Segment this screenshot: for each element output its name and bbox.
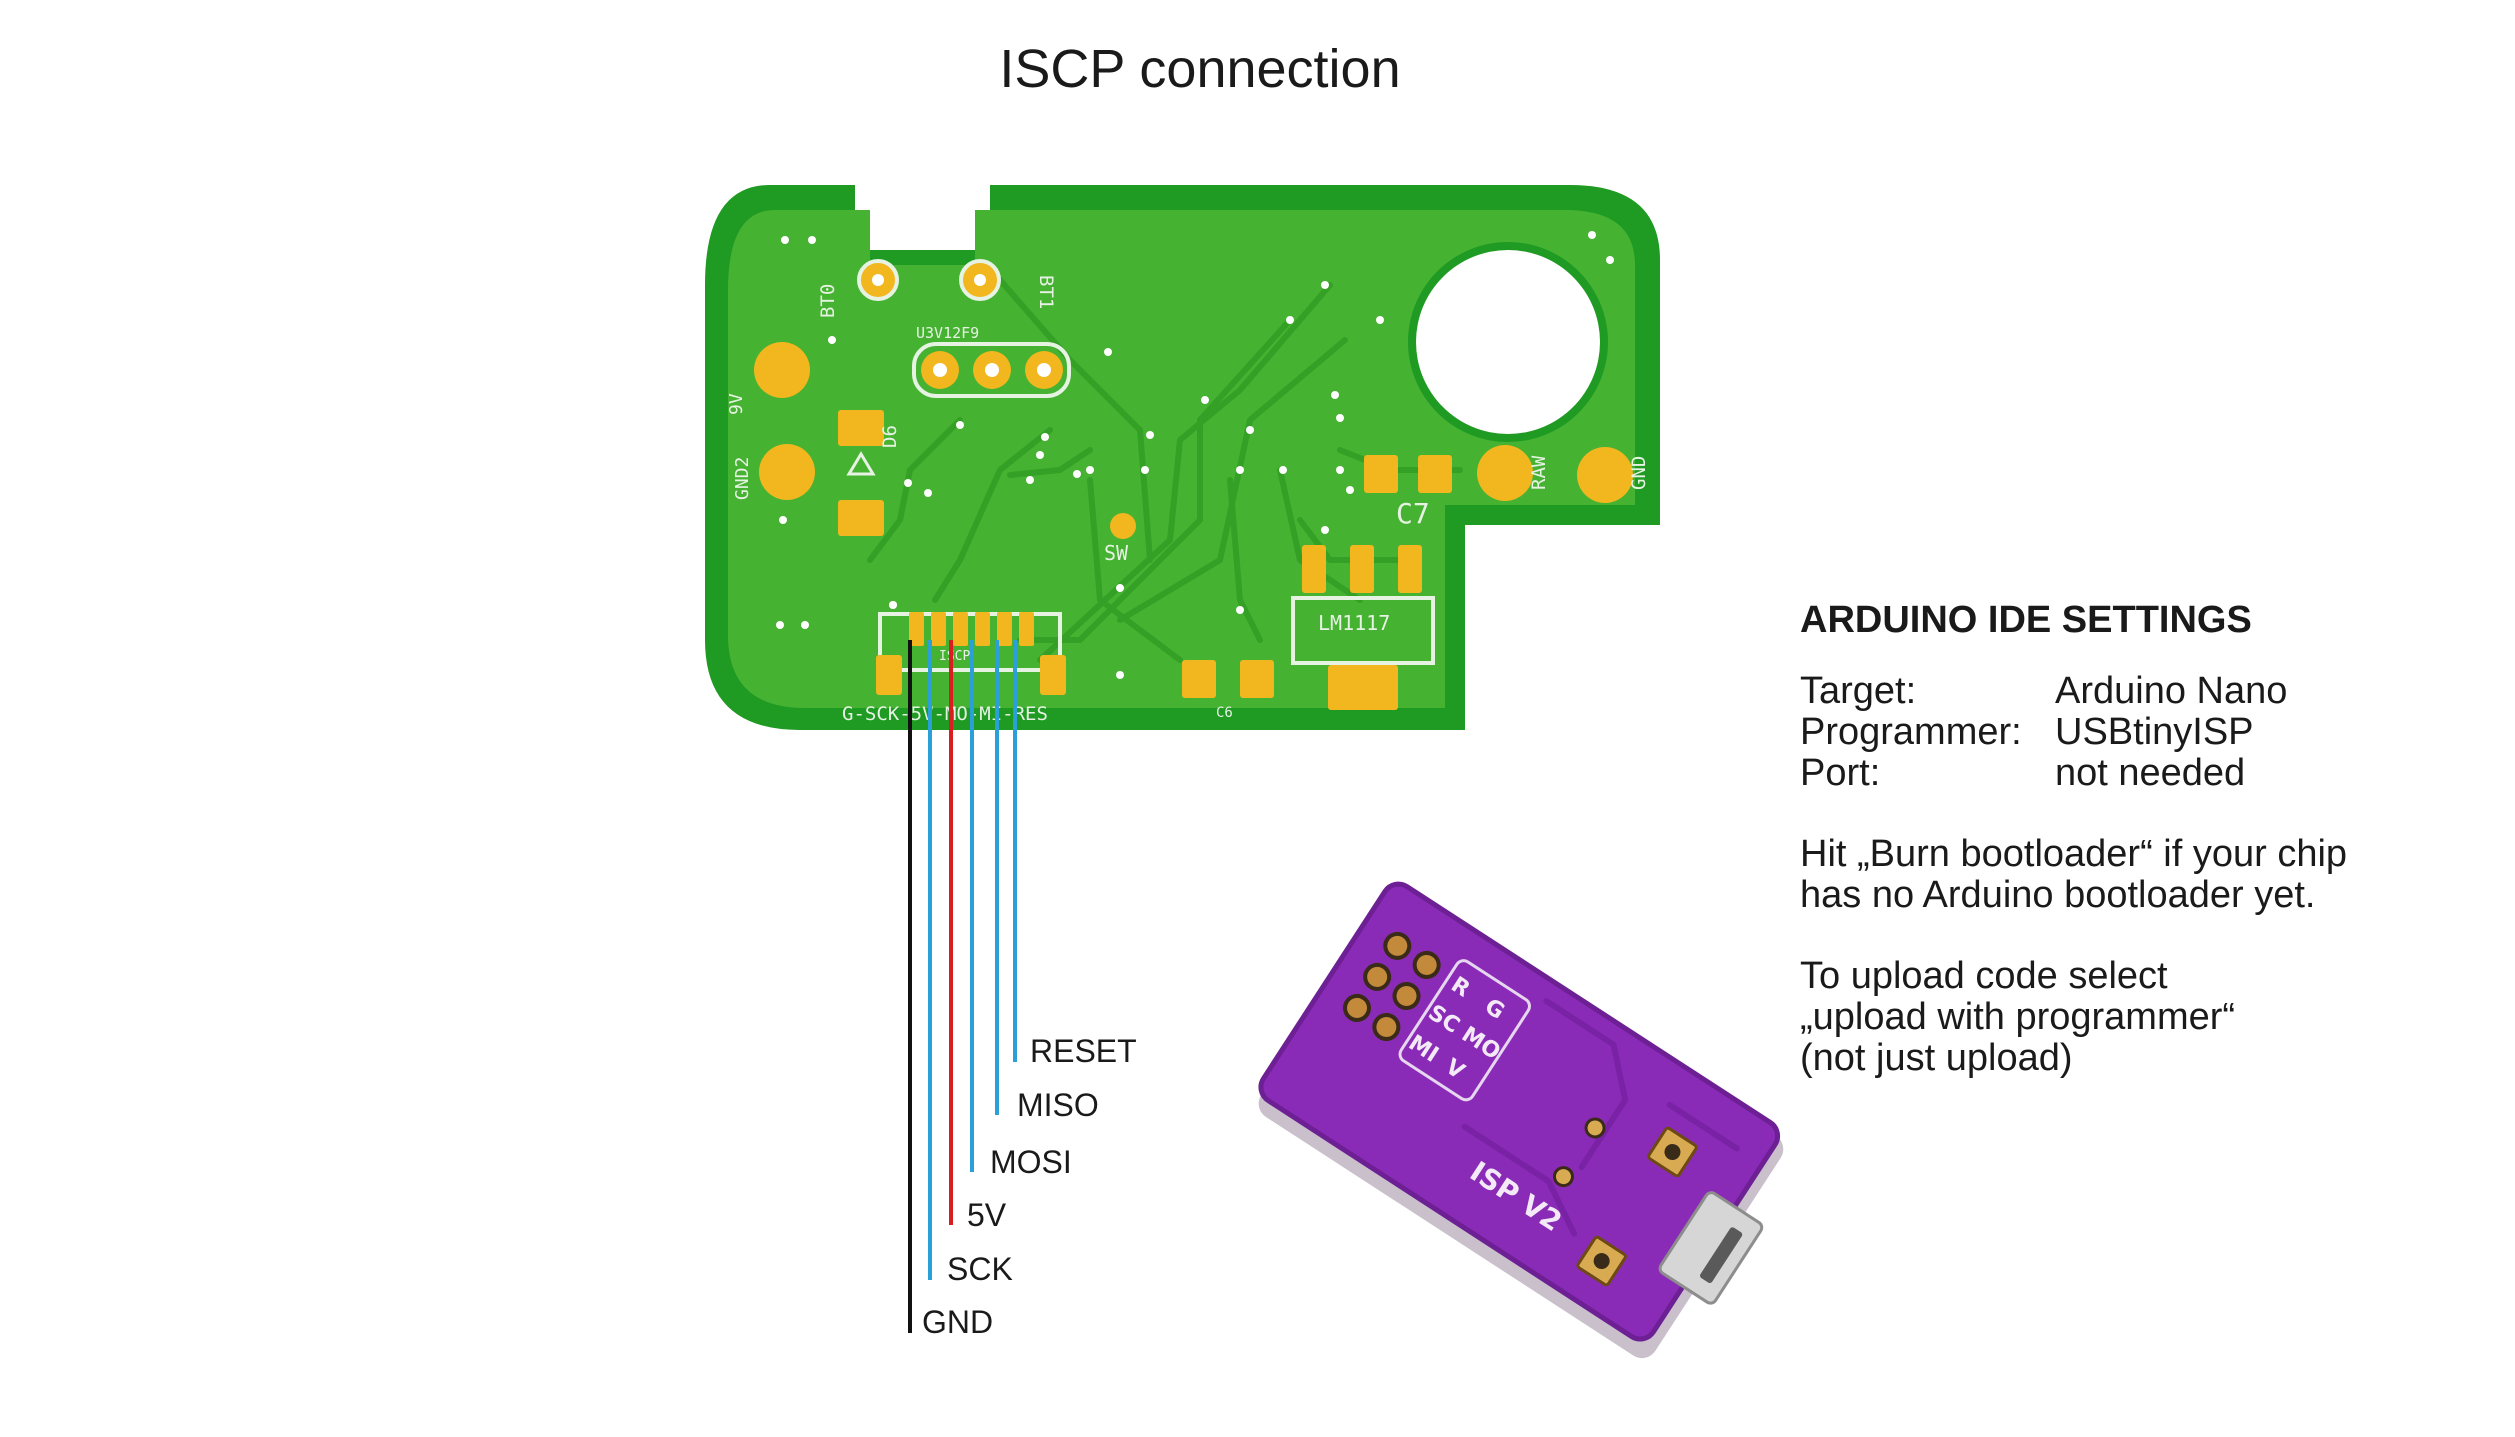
c7-pad bbox=[1418, 455, 1452, 493]
settings-key: Target: bbox=[1800, 670, 1917, 712]
settings-key: Port: bbox=[1800, 752, 1881, 794]
regulator-tab bbox=[1328, 665, 1398, 710]
note-line: „upload with programmer“ bbox=[1800, 996, 2236, 1038]
9v-pad bbox=[754, 342, 810, 398]
c6-pad bbox=[1182, 660, 1216, 698]
settings-row: Port: not needed bbox=[1800, 753, 2287, 794]
programmer-via bbox=[1584, 1117, 1606, 1139]
note-line: To upload code select bbox=[1800, 955, 2168, 997]
iscp-pin bbox=[953, 612, 968, 646]
wire-label-5v: 5V bbox=[967, 1197, 1007, 1233]
settings-key: Programmer: bbox=[1800, 711, 2022, 753]
iscp-pin bbox=[997, 612, 1012, 646]
jumper-label: U3V12F9 bbox=[916, 324, 979, 342]
gnd-label: GND bbox=[1628, 456, 1650, 490]
gnd-pad bbox=[1577, 447, 1633, 503]
c7-label: C7 bbox=[1396, 497, 1430, 530]
upload-note: To upload code select „upload with progr… bbox=[1800, 956, 2480, 1079]
iscp-pin bbox=[1019, 612, 1034, 646]
c7-pad bbox=[1364, 455, 1398, 493]
arduino-ide-settings-panel: ARDUINO IDE SETTINGS Target: Arduino Nan… bbox=[1800, 600, 2480, 1079]
bt0-label: BT0 bbox=[817, 284, 839, 318]
jumper-outline bbox=[912, 342, 1071, 398]
regulator-pin bbox=[1398, 545, 1422, 593]
settings-value: USBtinyISP bbox=[2055, 711, 2254, 753]
wire-label-mosi: MOSI bbox=[990, 1144, 1072, 1180]
9v-label: 9V bbox=[726, 393, 747, 415]
pcb-vias bbox=[776, 231, 1614, 679]
raw-pad bbox=[1477, 445, 1533, 501]
isp-label-box bbox=[1398, 959, 1531, 1102]
regulator-outline bbox=[1291, 596, 1435, 665]
d6-pad bbox=[838, 410, 884, 446]
iscp-mount-pad bbox=[876, 655, 902, 695]
mounting-hole bbox=[1416, 250, 1600, 434]
page-title: ISCP connection bbox=[999, 39, 1401, 99]
pcb-traces bbox=[867, 277, 1463, 663]
d6-label: D6 bbox=[879, 425, 901, 448]
iscp-header-label: ISCP bbox=[939, 649, 970, 664]
usb-connector-port bbox=[1700, 1227, 1743, 1283]
iscp-pin bbox=[909, 612, 924, 646]
note-line: Hit „Burn bootloader“ if your chip bbox=[1800, 833, 2348, 875]
settings-table: Target: Arduino Nano Programmer: USBtiny… bbox=[1800, 671, 2287, 794]
wire-label-gnd: GND bbox=[922, 1304, 993, 1340]
d6-marker bbox=[846, 451, 876, 476]
settings-heading: ARDUINO IDE SETTINGS bbox=[1800, 599, 2252, 641]
iscp-pinout-label: G-SCK-5V-MO-MI-RES bbox=[842, 703, 1048, 725]
settings-value: Arduino Nano bbox=[2055, 670, 2288, 712]
iscp-pin bbox=[975, 612, 990, 646]
usb-connector bbox=[1658, 1191, 1764, 1305]
regulator-label: LM1117 bbox=[1318, 611, 1390, 635]
raw-label: RAW bbox=[1528, 455, 1550, 490]
sw-pad bbox=[1110, 513, 1136, 539]
regulator-pin bbox=[1302, 545, 1326, 593]
usbtiny-programmer-board: R SC MI G MO V ISP V2 bbox=[1258, 881, 1784, 1359]
iscp-wires bbox=[908, 640, 1017, 1333]
settings-value: not needed bbox=[2055, 752, 2246, 794]
c6-pad bbox=[1240, 660, 1274, 698]
gnd2-pad bbox=[759, 444, 815, 500]
programmer-via bbox=[1552, 1166, 1574, 1188]
gnd2-label: GND2 bbox=[732, 457, 753, 500]
c6-label: C6 bbox=[1216, 705, 1233, 721]
wire-label-reset: RESET bbox=[1030, 1033, 1137, 1069]
sw-label: SW bbox=[1104, 541, 1129, 565]
programmer-pcb bbox=[1260, 884, 1778, 1339]
note-line: (not just upload) bbox=[1800, 1037, 2073, 1079]
pcb-board: BT0 BT1 U3V12F9 9V GND2 D6 SW RAW GND C7… bbox=[705, 185, 1660, 730]
bt1-label: BT1 bbox=[1035, 275, 1057, 309]
wire-labels: RESET MISO MOSI 5V SCK GND bbox=[922, 1033, 1137, 1340]
note-line: has no Arduino bootloader yet. bbox=[1800, 874, 2316, 916]
isp-header bbox=[1343, 931, 1441, 1042]
settings-row: Programmer: USBtinyISP bbox=[1800, 712, 2287, 753]
settings-row: Target: Arduino Nano bbox=[1800, 671, 2287, 712]
wire-label-sck: SCK bbox=[947, 1251, 1013, 1287]
iscp-mount-pad bbox=[1040, 655, 1066, 695]
pcb-pads bbox=[754, 259, 1633, 710]
burn-bootloader-note: Hit „Burn bootloader“ if your chip has n… bbox=[1800, 834, 2480, 916]
regulator-pin bbox=[1350, 545, 1374, 593]
iscp-pin bbox=[931, 612, 946, 646]
wire-label-miso: MISO bbox=[1017, 1087, 1099, 1123]
d6-pad bbox=[838, 500, 884, 536]
